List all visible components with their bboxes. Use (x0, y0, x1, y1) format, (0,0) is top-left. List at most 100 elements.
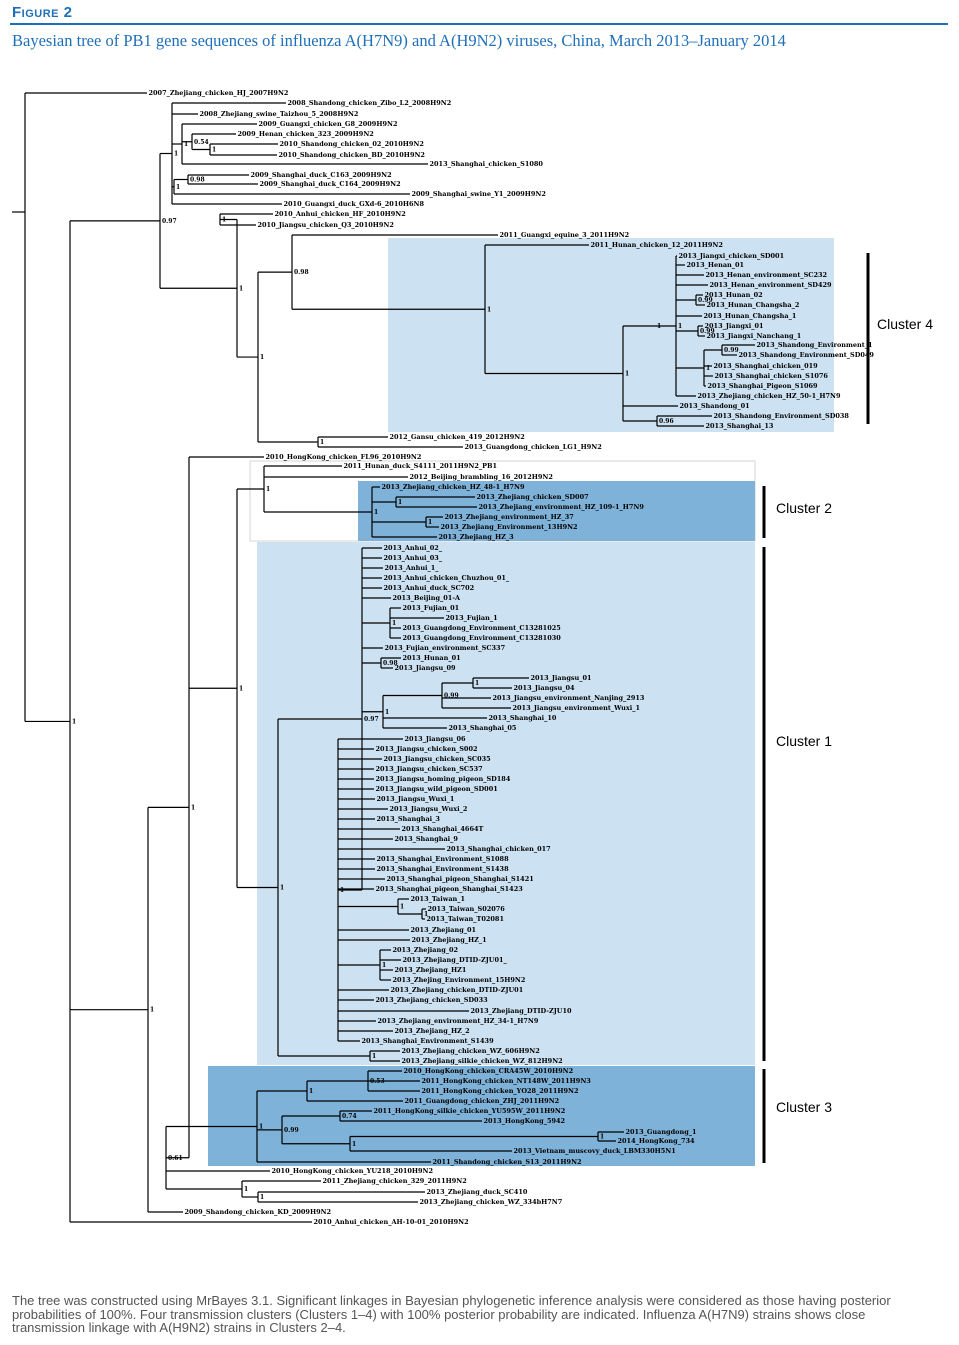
taxon-label: 2012_Beijing_brambling_16_2012H9N2 (410, 473, 553, 481)
support-value: 1 (392, 620, 396, 627)
taxon-label: 2013_Jiangxi_Nanchang_1 (707, 332, 802, 340)
cluster-2-label: Cluster 2 (776, 500, 832, 516)
taxon-label: 2010_HongKong_chicken_FL96_2010H9N2 (266, 453, 422, 461)
support-value: 1 (424, 911, 428, 918)
support-value: 1 (150, 1007, 154, 1014)
taxon-label: 2010_Jiangsu_chicken_Q3_2010H9N2 (258, 221, 394, 229)
taxon-label: 2011_Zhejiang_chicken_329_2011H9N2 (323, 1177, 467, 1185)
taxon-label: 2013_Shanghai_pigeon_Shanghai_S1423 (376, 885, 524, 893)
taxon-label: 2013_Anhui_1_ (385, 564, 440, 572)
support-value: 1 (239, 685, 243, 692)
taxon-label: 2011_HongKong_silkie_chicken_YU595W_2011… (374, 1107, 566, 1115)
support-value: 0.53 (370, 1078, 385, 1085)
taxon-label: 2013_Shandong_Environment_SD038 (714, 412, 850, 420)
taxon-label: 2009_Shanghai_duck_C163_2009H9N2 (251, 171, 392, 179)
taxon-label: 2013_Zhejiang_duck_SC410 (427, 1188, 528, 1196)
taxon-label: 2013_Beijing_01-A (393, 594, 462, 602)
taxon-label: 2009_Shandong_chicken_KD_2009H9N2 (185, 1208, 332, 1216)
taxon-label: 2013_Zhejiang_environment_HZ_109-1_H7N9 (479, 503, 645, 511)
taxon-label: 2013_Shanghai_4664T (402, 825, 484, 833)
taxon-label: 2013_Zhejiang_chicken_HZ_48-1_H7N9 (382, 483, 525, 491)
taxon-label: 2013_Jiangsu_01 (531, 674, 592, 682)
taxon-label: 2013_Jiangsu_wild_pigeon_SD001 (376, 785, 498, 793)
taxon-label: 2013_Jiangsu_chicken_S002 (376, 745, 478, 753)
taxon-label: 2013_Shanghai_3 (377, 815, 441, 823)
support-value: 1 (174, 151, 178, 158)
taxon-label: 2013_Shanghai_05 (449, 724, 517, 732)
taxon-label: 2013_Guangdong_chicken_LG1_H9N2 (465, 443, 602, 451)
taxon-label: 2013_Zhejiang_chicken_DTID-ZJU01 (391, 986, 524, 994)
taxon-label: 2013_Zhejiang_HZ_2 (395, 1027, 470, 1035)
cluster-1-box (257, 542, 755, 1065)
support-value: 1 (260, 354, 264, 361)
taxon-label: 2013_Jiangsu_04 (514, 684, 576, 692)
taxon-label: 2013_Zhejiang_chicken_SD033 (376, 996, 489, 1004)
taxon-label: 2009_Shanghai_duck_C164_2009H9N2 (260, 180, 401, 188)
taxon-label: 2013_Zhejiang_Environment_13H9N2 (441, 523, 578, 531)
taxon-label: 2013_Shanghai_Environment_S1088 (377, 855, 510, 863)
support-value: 0.97 (364, 716, 379, 723)
support-value: 0.99 (698, 297, 713, 304)
taxon-label: 2013_Zhejiang_chicken_WZ_334bH7N7 (420, 1198, 563, 1206)
taxon-label: 2013_Jiangsu_homing_pigeon_SD184 (376, 775, 511, 783)
taxon-label: 2013_Shanghai_Environment_S1439 (362, 1037, 495, 1045)
taxon-label: 2013_Henan_01 (687, 261, 745, 269)
taxon-label: 2014_HongKong_734 (618, 1137, 695, 1145)
taxon-label: 2013_Shandong_01 (680, 402, 750, 410)
taxon-label: 2013_Zhejiang_DTID-ZJU10 (471, 1007, 572, 1015)
taxon-label: 2008_Zhejiang_swine_Taizhou_5_2008H9N2 (200, 110, 359, 118)
taxon-label: 2011_Guangxi_equine_3_2011H9N2 (500, 231, 630, 239)
taxon-label: 2011_Shandong_chicken_S13_2011H9N2 (433, 1158, 582, 1166)
cluster-3-marker: Cluster 3 (762, 1069, 832, 1163)
taxon-label: 2013_Shanghai_chicken_S1076 (715, 372, 829, 380)
taxon-label: 2013_Shandong_Environment_1 (757, 341, 873, 349)
taxon-label: 2011_Hunan_chicken_12_2011H9N2 (591, 241, 723, 249)
support-value: 0.97 (162, 218, 177, 225)
taxon-label: 2013_Shanghai_9 (395, 835, 459, 843)
taxon-label: 2013_Jiangsu_chicken_SC537 (376, 765, 483, 773)
taxon-label: 2013_Taiwan_S02076 (428, 905, 506, 913)
taxon-label: 2013_Zhejiang_chicken_WZ_606H9N2 (402, 1047, 540, 1055)
support-value: 1 (320, 439, 324, 446)
taxon-label: 2013_Henan_environment_SD429 (710, 281, 832, 289)
support-value: 1 (374, 509, 378, 516)
cluster-4-label: Cluster 4 (877, 316, 933, 332)
taxon-label: 2010_Guangxi_duck_GXd-6_2010H6N8 (284, 200, 425, 208)
taxon-label: 2013_Taiwan_T02081 (427, 915, 504, 923)
support-value: 1 (678, 323, 682, 330)
taxon-label: 2010_Shandong_chicken_02_2010H9N2 (280, 140, 424, 148)
taxon-label: 2013_Vietnam_muscovy_duck_LBM330H5N1 (514, 1147, 676, 1155)
taxon-label: 2013_HongKong_5942 (484, 1117, 566, 1125)
taxon-label: 2013_Anhui_03_ (384, 554, 443, 562)
taxon-label: 2013_Shanghai_chicken_S1080 (430, 160, 544, 168)
support-value: 0.98 (190, 177, 205, 184)
support-value: 1 (657, 323, 661, 330)
taxon-label: 2013_Jiangsu_chicken_SC035 (384, 755, 492, 763)
taxon-label: 2013_Jiangxi_chicken_SD001 (679, 252, 785, 260)
taxon-label: 2013_Jiangsu_Wuxi_1 (377, 795, 455, 803)
support-value: 0.98 (294, 269, 309, 276)
support-value: 1 (191, 804, 195, 811)
taxon-label: 2013_Shanghai_Environment_S1438 (377, 865, 510, 873)
cluster-4-box (388, 238, 834, 432)
support-value: 1 (428, 519, 432, 526)
support-value: 1 (487, 306, 491, 313)
figure-title: Bayesian tree of PB1 gene sequences of i… (12, 31, 786, 50)
taxon-label: 2013_Fujian_1 (446, 614, 498, 622)
taxon-label: 2013_Jiangsu_06 (405, 735, 467, 743)
taxon-label: 2011_HongKong_chicken_YO28_2011H9N2 (422, 1087, 579, 1095)
support-value: 1 (244, 1186, 248, 1193)
taxon-label: 2013_Anhui_02_ (384, 544, 443, 552)
taxon-label: 2009_Henan_chicken_323_2009H9N2 (238, 130, 374, 138)
support-value: 1 (259, 1124, 263, 1131)
cluster-2-box (358, 481, 755, 541)
taxon-label: 2013_Zhejiang_01 (411, 926, 477, 934)
taxon-label: 2013_Zhejing_Environment_15H9N2 (393, 976, 526, 984)
taxon-label: 2011_Guangdong_chicken_ZHJ_2011H9N2 (405, 1097, 560, 1105)
support-value: 0.61 (168, 1155, 183, 1162)
taxon-label: 2013_Hunan_02 (705, 291, 763, 299)
taxon-label: 2013_Shandong_Environment_SD049 (739, 351, 875, 359)
support-value: 1 (309, 1088, 313, 1095)
cluster-1-marker: Cluster 1 (762, 547, 832, 1061)
taxon-label: 2013_Zhejiang_environment_HZ_37 (445, 513, 574, 521)
